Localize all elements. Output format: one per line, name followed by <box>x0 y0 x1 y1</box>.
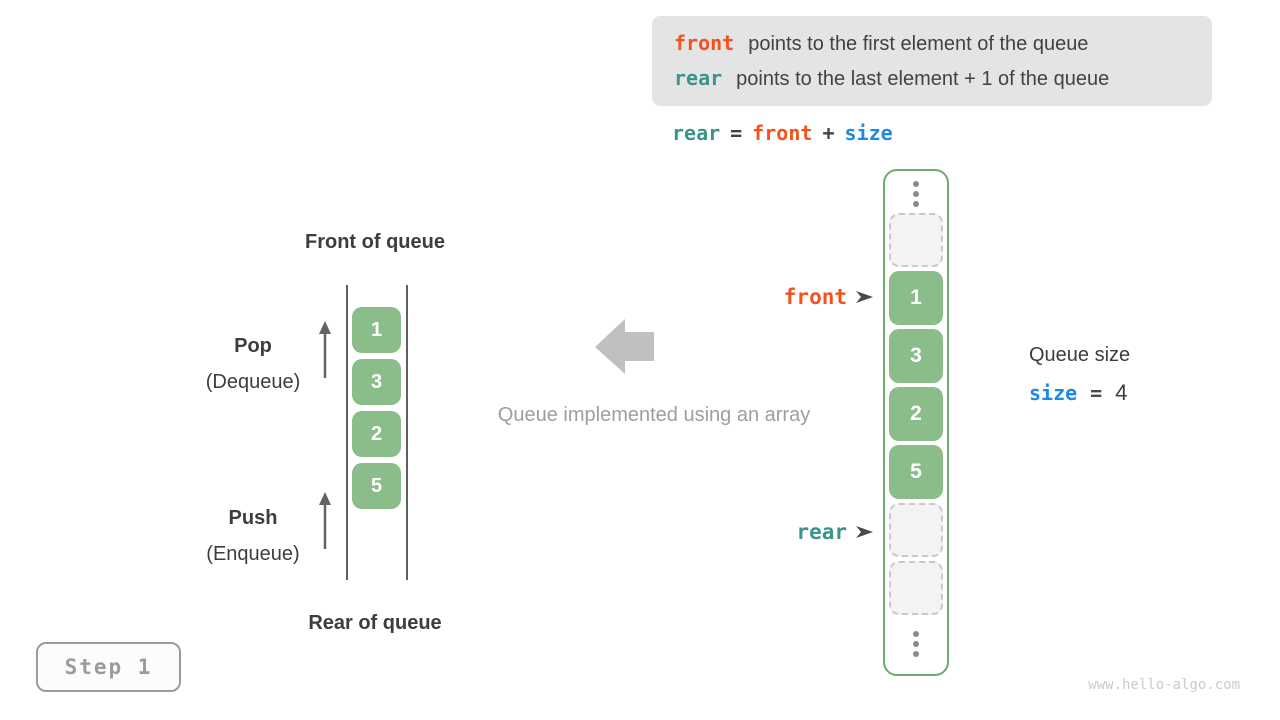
rear-pointer-label: rear <box>796 520 847 544</box>
formula-size: size <box>844 121 893 145</box>
size-value: 4 <box>1115 380 1128 405</box>
front-explanation-line: front points to the first element of the… <box>674 31 1212 56</box>
array-cell: 3 <box>889 329 943 383</box>
pop-direction-arrow-icon <box>319 321 331 378</box>
pointer-explanation-box: front points to the first element of the… <box>652 16 1212 106</box>
size-variable: size <box>1029 381 1078 405</box>
formula-plus: + <box>822 121 835 145</box>
queue-element: 5 <box>352 463 401 509</box>
array-cell: 2 <box>889 387 943 441</box>
ellipsis-top-icon <box>913 181 919 207</box>
queue-element: 1 <box>352 307 401 353</box>
formula-equals: = <box>730 121 743 145</box>
queue-size-equation: size = 4 <box>1029 380 1127 406</box>
push-direction-arrow-icon <box>319 492 331 549</box>
queue-size-label: Queue size <box>1029 344 1131 366</box>
rear-description: points to the last element + 1 of the qu… <box>736 68 1110 90</box>
queue-channel-right-line <box>406 285 408 580</box>
front-description: points to the first element of the queue <box>748 33 1089 55</box>
front-of-queue-label: Front of queue <box>305 231 445 253</box>
front-pointer-label: front <box>783 285 847 309</box>
pop-label: Pop <box>234 335 272 357</box>
diagram-caption: Queue implemented using an array <box>497 404 811 426</box>
size-equals: = <box>1090 381 1103 405</box>
step-badge: Step 1 <box>36 642 181 692</box>
pointer-arrowhead-icon <box>856 526 873 538</box>
watermark: www.hello-algo.com <box>1088 677 1240 693</box>
left-arrow-icon <box>595 319 654 374</box>
rear-of-queue-label: Rear of queue <box>308 612 442 634</box>
pointer-arrowhead-icon <box>856 291 873 303</box>
dequeue-label: (Dequeue) <box>205 371 301 393</box>
push-label: Push <box>228 507 278 529</box>
formula-rear: rear <box>672 121 721 145</box>
rear-explanation-line: rear points to the last element + 1 of t… <box>674 66 1212 91</box>
pointer-formula: rear = front + size <box>672 121 893 145</box>
queue-element: 3 <box>352 359 401 405</box>
rear-pointer: rear <box>796 520 873 544</box>
array-cell: 1 <box>889 271 943 325</box>
array-cell-empty <box>889 213 943 267</box>
array-cell: 5 <box>889 445 943 499</box>
rear-keyword: rear <box>674 66 723 90</box>
front-pointer: front <box>784 285 873 309</box>
ellipsis-bottom-icon <box>913 631 919 657</box>
queue-element: 2 <box>352 411 401 457</box>
formula-front: front <box>752 121 813 145</box>
queue-channel-left-line <box>346 285 348 580</box>
array-cell-empty <box>889 503 943 557</box>
front-keyword: front <box>674 31 735 55</box>
enqueue-label: (Enqueue) <box>206 543 300 565</box>
array-cell-empty <box>889 561 943 615</box>
